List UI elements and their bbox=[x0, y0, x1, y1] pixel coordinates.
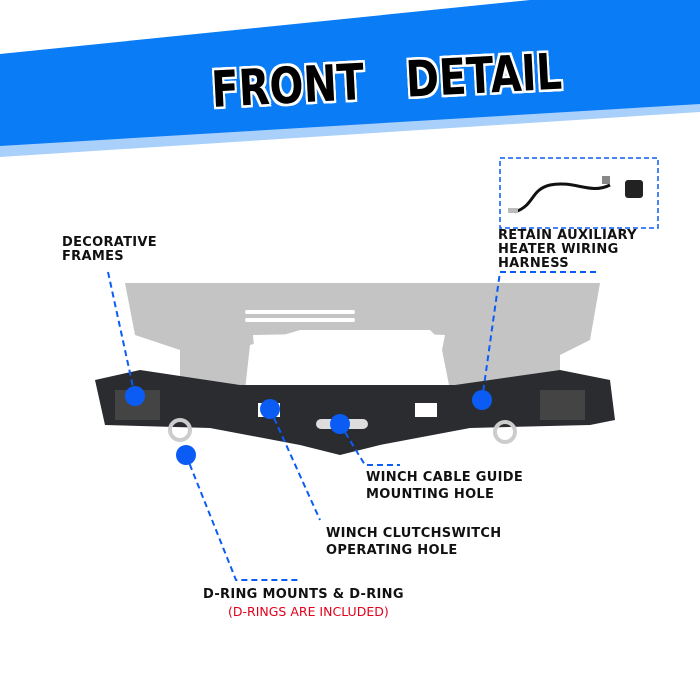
bumper-image bbox=[95, 283, 615, 455]
callout-decorative-frames: DECORATIVE FRAMES bbox=[62, 236, 157, 264]
callout-winch-clutchswitch: WINCH CLUTCHSWITCH OPERATING HOLE bbox=[326, 525, 501, 559]
callout-dots bbox=[125, 386, 492, 465]
callout-text: FRAMES bbox=[62, 249, 124, 264]
callout-text: HARNESS bbox=[498, 256, 569, 271]
d-ring-note: (D-RINGS ARE INCLUDED) bbox=[228, 604, 389, 619]
leader-lines bbox=[107, 271, 596, 581]
wiring-harness-image bbox=[499, 157, 659, 229]
callout-text: RETAIN AUXILIARY bbox=[498, 228, 637, 243]
callout-d-ring: D-RING MOUNTS & D-RING bbox=[203, 587, 404, 602]
callout-winch-cable-guide: WINCH CABLE GUIDE MOUNTING HOLE bbox=[366, 469, 523, 503]
title-banner bbox=[0, 0, 700, 157]
callout-text: MOUNTING HOLE bbox=[366, 487, 495, 502]
callout-text: DECORATIVE bbox=[62, 235, 157, 250]
callout-text: HEATER WIRING bbox=[498, 242, 619, 257]
callout-text: WINCH CLUTCHSWITCH bbox=[326, 526, 502, 541]
callout-wiring-harness: RETAIN AUXILIARY HEATER WIRING HARNESS bbox=[498, 229, 637, 271]
callout-text: WINCH CABLE GUIDE bbox=[366, 470, 524, 485]
callout-text: OPERATING HOLE bbox=[326, 543, 458, 558]
